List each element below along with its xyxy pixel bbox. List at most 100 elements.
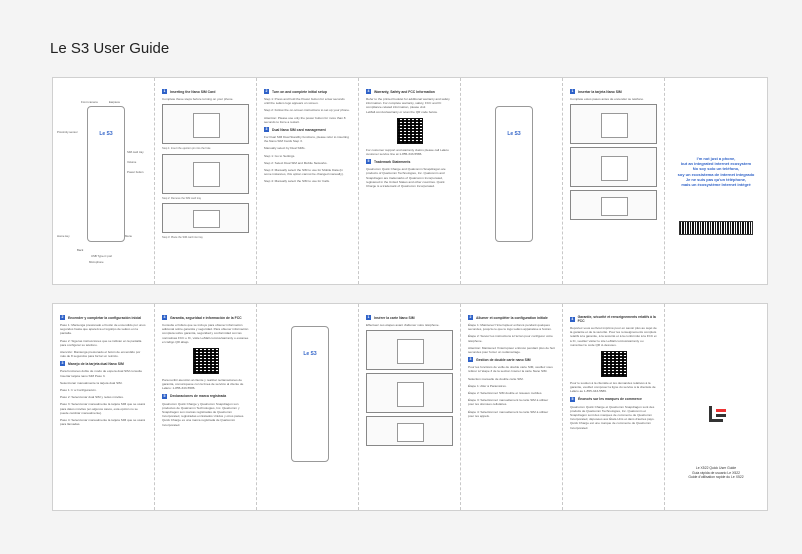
step-text: Paso 1: Mantenga presionado el botón de …	[60, 323, 146, 336]
qr-code	[192, 348, 219, 375]
section-number: 4	[162, 315, 167, 320]
tagline: soy un ecosistema de internet integrado	[677, 171, 755, 177]
step-text: Manually select by Dual SIMs.	[264, 146, 306, 151]
step-text: Paso 1: Ir a Configuración.	[60, 388, 97, 393]
phone-illustration: Le S3	[87, 106, 125, 242]
step-text: Attention: Maintenez l'interrupteur enfo…	[468, 345, 555, 355]
tagline: but an integrated internet ecosystem	[680, 161, 751, 167]
section-number: 4	[570, 316, 575, 322]
label-menu: Menu	[125, 234, 132, 238]
label-sim-tray: SIM card tray	[127, 150, 144, 154]
step-text: Para funciones doble de modo de espera d…	[60, 369, 143, 378]
back-cover-line: Le X522 Quick User Guide	[695, 466, 737, 470]
section-number: 5	[366, 159, 371, 165]
sim-figure-2	[162, 153, 249, 194]
step-text: Étape 2: Sélectionnez SIM double et rése…	[468, 391, 543, 396]
tagline: Je ne suis pas qu'un téléphone,	[685, 176, 747, 182]
section-title: Declaraciones de marca registrada	[170, 394, 227, 399]
label-mic: Microphone	[89, 260, 104, 264]
phone-diagram-panel-fr: Le S3	[257, 304, 359, 510]
phone-illustration: Le S3	[291, 326, 329, 462]
tagline: mais un écosystème Internet intégré	[681, 182, 751, 188]
step-text: Étape 3: Sélectionnez manuellement la ca…	[468, 398, 549, 407]
sim-figure-1	[162, 104, 249, 145]
figure-caption: Step 2: Remove the SIM card tray	[162, 196, 202, 200]
sim-figure-2	[366, 373, 453, 414]
step-text: Step 4: Manually select the SIM to use f…	[264, 179, 330, 184]
step-text: Step 2: Follow the on-screen instruction…	[264, 108, 350, 113]
section-title: Garantie, sécurité et renseignements rel…	[577, 315, 656, 323]
sim-figure-3	[162, 203, 249, 234]
step-text: Paso 4: Seleccionar manualmente la tarje…	[60, 418, 145, 427]
page-title: Le S3 User Guide	[50, 40, 170, 57]
step-text: Étape 1: Aller à Paramètres.	[468, 383, 507, 388]
phone-illustration: Le S3	[495, 106, 533, 242]
label-home: Home key	[57, 234, 70, 238]
figure-caption: Step 3: Place the SIM card into tray	[162, 236, 203, 240]
section-number: 1	[162, 89, 167, 94]
label-earpiece: Earpiece	[109, 100, 121, 104]
sim-figure-2	[570, 147, 657, 188]
section-number: 2	[60, 315, 65, 320]
back-cover-line: Guía rápida de usuario Le X522	[691, 470, 741, 475]
barcode	[679, 221, 753, 236]
step-text: Étape 1: Maintenez l'interrupteur enfonc…	[468, 323, 552, 332]
step-text: Step 1: Press and hold the Power button …	[264, 97, 345, 106]
section-number: 2	[264, 89, 269, 94]
support-text: Pour le soutien à la clientèle et les de…	[570, 381, 656, 394]
section-title: Dual Nano SIM card management	[272, 127, 326, 132]
section-title: Insérer la carte Nano SIM	[374, 315, 415, 320]
label-volume: Volume	[127, 160, 137, 164]
section-title: Gestion de double carte nano SIM	[476, 357, 531, 362]
step-text: Paso 3: Seleccionar manualmente la tarje…	[60, 402, 145, 415]
tagline: I'm not just a phone,	[696, 156, 736, 161]
label-usb: USB Type-C port	[91, 254, 113, 258]
phone-brand: Le S3	[99, 131, 113, 138]
sim-figure-3	[366, 416, 453, 447]
section-number: 2	[468, 315, 473, 320]
sim-figure-1	[366, 330, 453, 371]
phone-brand: Le S3	[507, 131, 521, 138]
trademark-text: Qualcomm Quick Charge and Qualcomm Snapd…	[366, 167, 446, 189]
section-number: 1	[570, 89, 575, 94]
tagline: No soy solo un teléfono,	[692, 166, 740, 172]
phone-diagram-panel-es: Le S3	[461, 78, 563, 284]
section-intro: Complete estos pasos antes de encender s…	[570, 97, 644, 101]
section-number: 5	[162, 393, 167, 399]
section-number: 3	[264, 127, 269, 133]
label-back: Back	[77, 248, 84, 252]
section-intro: Complete these steps before turning on y…	[162, 97, 234, 101]
guide-sheet-front: Le S3 Front camera Earpiece Proximity se…	[52, 77, 768, 285]
phone-brand: Le S3	[303, 351, 317, 358]
warranty-text: Reportez-vous au livret imprimé pour en …	[570, 326, 657, 347]
warranty-text: Refer to the printed booklet for additio…	[366, 97, 450, 114]
section-title: Garantía, seguridad e información de la …	[170, 315, 242, 320]
step-text: Step 3: Manually select the SIM to use f…	[264, 168, 344, 177]
section-title: Allumer et compléter la configuration in…	[476, 315, 548, 320]
section-number: 1	[366, 315, 371, 320]
support-text: For customer support and warranty claims…	[366, 147, 449, 157]
sim-figure-1	[570, 104, 657, 145]
qr-code	[396, 117, 423, 144]
section-number: 5	[570, 396, 575, 402]
step-text: Étape 4: Sélectionnez manuellement la ca…	[468, 409, 549, 418]
step-text: Step 2: Select Dual SIM and Mobile Netwo…	[264, 160, 328, 165]
step-text: Paso 2: Seleccionar dual SIM y redes móv…	[60, 395, 124, 400]
section-number: 3	[468, 357, 473, 363]
support-text: Para recibir atención al cliente y reali…	[162, 378, 244, 391]
warranty-text: Consulte el folleto que se incluye para …	[162, 323, 249, 344]
step-text: For Dual SIM Dual Standby functions, ple…	[264, 135, 349, 144]
step-text: Seleccionar manualmente la tarjeta dual …	[60, 380, 123, 385]
step-text: Step 1: Go to Settings.	[264, 153, 296, 158]
step-text: Étape 2: Suivez les instructions à l'écr…	[468, 334, 553, 343]
section-title: Encender y completar la configuración in…	[68, 315, 142, 320]
panel-tagline: I'm not just a phone, but an integrated …	[665, 78, 767, 284]
